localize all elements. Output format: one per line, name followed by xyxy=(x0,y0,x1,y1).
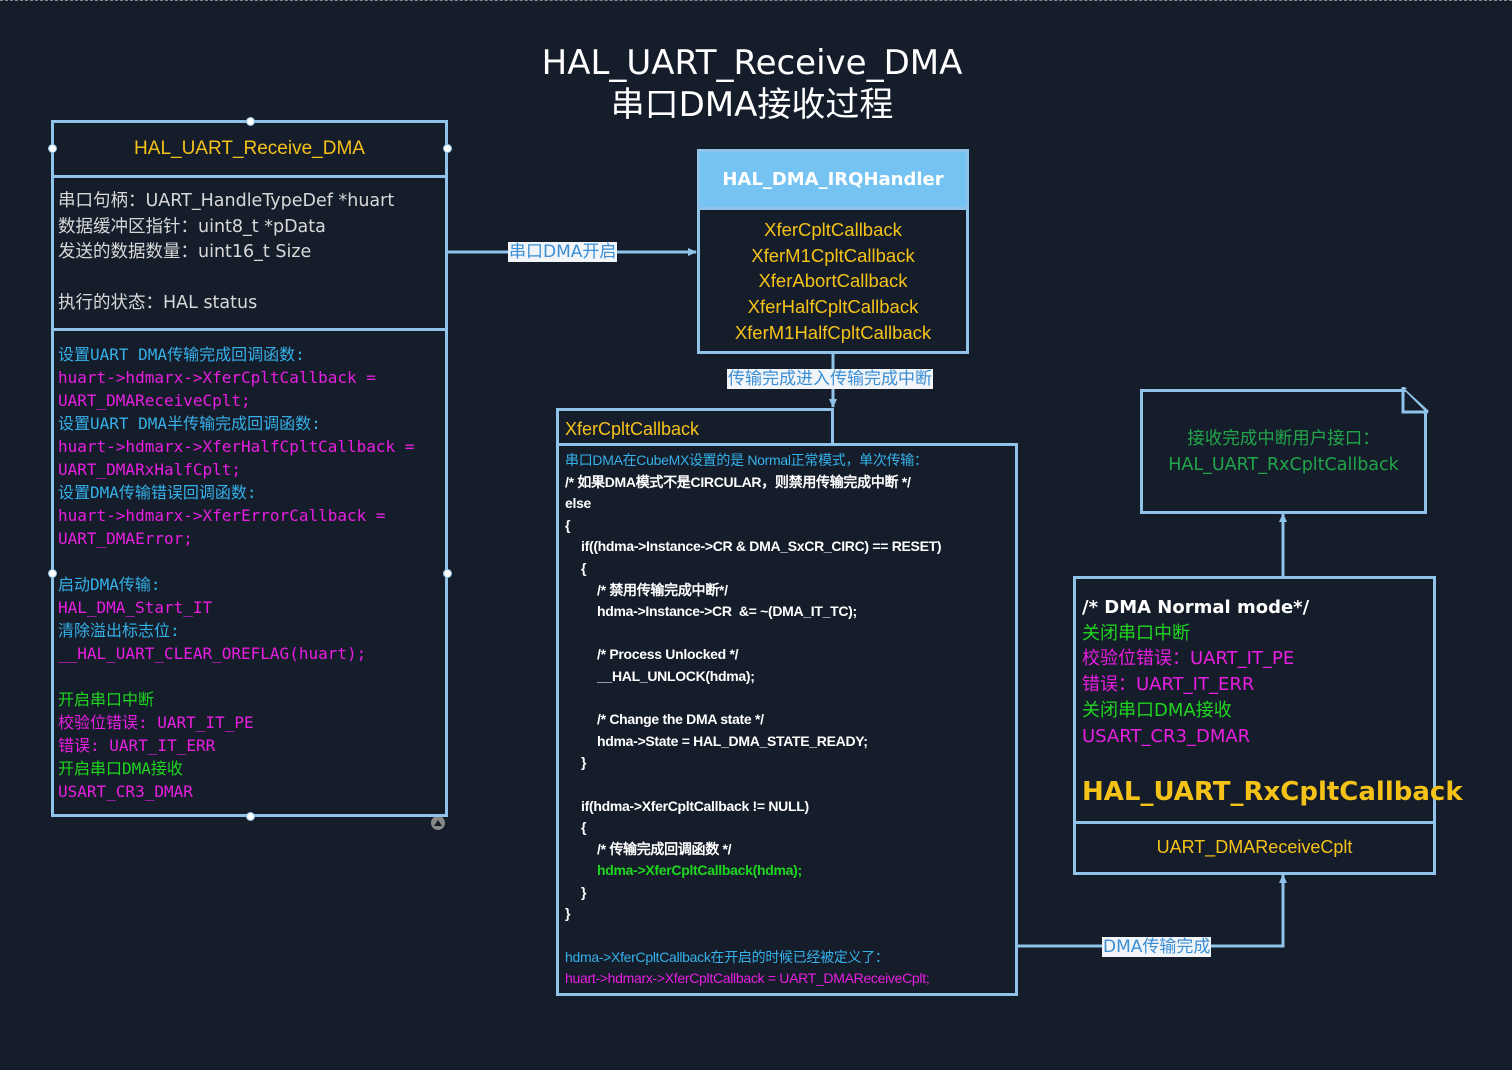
xfer-callback-box[interactable]: 串口DMA在CubeMX设置的是 Normal正常模式，单次传输： /* 如果DM… xyxy=(556,443,1018,996)
callback-item: XferM1HalfCpltCallback xyxy=(734,321,932,343)
param-line: 发送的数据数量：uint16_t Size xyxy=(58,242,312,262)
setup-line: UART_DMAReceiveCplt; xyxy=(58,391,251,410)
param-line: 执行的状态：HAL status xyxy=(58,293,258,313)
code-line: /* 禁用传输完成中断*/ xyxy=(597,581,728,598)
code-line: else xyxy=(565,495,592,512)
code-line: { xyxy=(581,819,587,836)
code-line: } xyxy=(581,754,587,771)
code-line xyxy=(565,623,941,645)
code-line: hdma->State = HAL_DMA_STATE_READY; xyxy=(597,732,868,749)
setup-line: 开启串口DMA接收 xyxy=(58,759,183,778)
dma-start-label: 串口DMA开启 xyxy=(508,242,618,262)
setup-line: 校验位错误: UART_IT_PE xyxy=(58,713,254,732)
setup-line: huart->hdmarx->XferCpltCallback = xyxy=(58,368,376,387)
code-line: hdma->XferCpltCallback在开启的时候已经被定义了： xyxy=(565,948,889,965)
setup-line: 错误: UART_IT_ERR xyxy=(58,736,216,755)
code-line: } xyxy=(581,883,587,900)
setup-line: 设置UART DMA传输完成回调函数: xyxy=(58,345,305,364)
setup-line: 开启串口中断 xyxy=(58,690,155,709)
setup-line: UART_DMARxHalfCplt; xyxy=(58,460,242,479)
note-line: 接收完成中断用户接口： xyxy=(1187,429,1380,449)
code-line: huart->hdmarx->XferCpltCallback = UART_D… xyxy=(565,970,930,987)
rx-line: 校验位错误：UART_IT_PE xyxy=(1082,648,1295,670)
code-line: hdma->Instance->CR &= ~(DMA_IT_TC); xyxy=(597,603,857,620)
diagram-subtitle: 串口DMA接收过程 xyxy=(610,85,894,125)
code-line: if((hdma->Instance->CR & DMA_SxCR_CIRC) … xyxy=(581,538,942,555)
rx-line: 关闭串口DMA接收 xyxy=(1082,699,1232,721)
resize-handle[interactable] xyxy=(246,117,255,126)
code-line: /* 如果DMA模式不是CIRCULAR，则禁用传输完成中断 */ xyxy=(565,473,911,490)
code-line: { xyxy=(565,516,571,533)
top-dashed-line xyxy=(0,0,1512,1)
code-line: } xyxy=(565,905,571,922)
param-line: 数据缓冲区指针：uint8_t *pData xyxy=(58,216,326,237)
setup-lines: 设置UART DMA传输完成回调函数: huart->hdmarx->XferCp… xyxy=(58,343,414,803)
code-line: /* Process Unlocked */ xyxy=(597,646,739,663)
divider xyxy=(1076,821,1433,824)
receive-dma-header: HAL_UART_Receive_DMA xyxy=(54,123,445,178)
code-line: if(hdma->XferCpltCallback != NULL) xyxy=(581,797,809,814)
resize-handle[interactable] xyxy=(443,569,452,578)
irq-handler-header: HAL_DMA_IRQHandler xyxy=(700,152,966,210)
code-line xyxy=(565,688,941,710)
rx-complete-box[interactable]: /* DMA Normal mode*/ 关闭串口中断校验位错误：UART_IT_… xyxy=(1073,576,1463,875)
resize-handle[interactable] xyxy=(48,569,57,578)
resize-handle[interactable] xyxy=(443,144,452,153)
rx-line: 关闭串口中断 xyxy=(1082,622,1190,644)
callback-item: XferCpltCallback xyxy=(764,219,902,240)
code-line: { xyxy=(581,559,587,576)
param-line xyxy=(58,266,394,292)
param-line: 串口句柄：UART_HandleTypeDef *huart xyxy=(58,191,395,211)
rx-line: 错误：UART_IT_ERR xyxy=(1082,674,1255,696)
code-line: /* 传输完成回调函数 */ xyxy=(597,840,732,857)
note-text: 接收完成中断用户接口： HAL_UART_RxCpltCallback xyxy=(1143,426,1424,478)
setup-line: 清除溢出标志位: xyxy=(58,621,180,640)
rx-line: USART_CR3_DMAR xyxy=(1082,725,1251,747)
rx-footer: UART_DMAReceiveCplt xyxy=(1156,837,1353,857)
code-line xyxy=(565,925,941,947)
code-line: hdma->XferCpltCallback(hdma); xyxy=(597,862,802,879)
param-list: 串口句柄：UART_HandleTypeDef *huart 数据缓冲区指针：ui… xyxy=(58,189,394,317)
callback-item: XferM1CpltCallback xyxy=(751,244,915,266)
setup-line: __HAL_UART_CLEAR_OREFLAG(huart); xyxy=(58,644,367,663)
receive-dma-box[interactable]: HAL_UART_Receive_DMA 串口句柄：UART_HandleTyp… xyxy=(51,120,448,817)
setup-line: huart->hdmarx->XferHalfCpltCallback = xyxy=(58,437,415,456)
setup-line: 设置UART DMA半传输完成回调函数: xyxy=(58,414,321,433)
callback-item: XferHalfCpltCallback xyxy=(747,296,919,318)
setup-line: USART_CR3_DMAR xyxy=(58,782,193,801)
rx-lines: /* DMA Normal mode*/ 关闭串口中断校验位错误：UART_IT_… xyxy=(1082,595,1309,749)
setup-line: 设置DMA传输错误回调函数: xyxy=(58,483,257,502)
irq-handler-title: HAL_DMA_IRQHandler xyxy=(722,169,944,190)
callback-item: XferAbortCallback xyxy=(758,270,908,292)
code-line: __HAL_UNLOCK(hdma); xyxy=(597,667,755,684)
rx-callback-label: HAL_UART_RxCpltCallback xyxy=(1082,777,1463,807)
rx-line: /* DMA Normal mode*/ xyxy=(1082,597,1310,618)
diagram-title: HAL_UART_Receive_DMA xyxy=(541,43,963,83)
resize-handle[interactable] xyxy=(48,144,57,153)
transfer-irq-label: 传输完成进入传输完成中断 xyxy=(727,369,933,389)
setup-line xyxy=(58,550,414,573)
code-line xyxy=(565,774,941,796)
user-callback-note[interactable]: 接收完成中断用户接口： HAL_UART_RxCpltCallback xyxy=(1140,389,1427,514)
setup-line xyxy=(58,665,414,688)
xfer-tab-title: XferCpltCallback xyxy=(565,419,700,439)
divider xyxy=(54,328,445,331)
setup-line: UART_DMAError; xyxy=(58,529,193,548)
setup-line: 启动DMA传输: xyxy=(58,575,161,594)
code-line: /* Change the DMA state */ xyxy=(597,711,764,728)
resize-handle[interactable] xyxy=(246,812,255,821)
code-line: 串口DMA在CubeMX设置的是 Normal正常模式，单次传输： xyxy=(565,452,928,468)
xfer-code: 串口DMA在CubeMX设置的是 Normal正常模式，单次传输： /* 如果DM… xyxy=(565,450,942,990)
xfer-tab[interactable]: XferCpltCallback xyxy=(556,408,834,446)
dma-done-label: DMA传输完成 xyxy=(1102,937,1212,957)
setup-line: HAL_DMA_Start_IT xyxy=(58,598,213,617)
arrow-xfer-to-rx xyxy=(1017,874,1287,948)
receive-dma-title: HAL_UART_Receive_DMA xyxy=(134,138,365,159)
scroll-up-icon[interactable] xyxy=(431,816,445,830)
note-line: HAL_UART_RxCpltCallback xyxy=(1168,455,1399,475)
setup-line: huart->hdmarx->XferErrorCallback = xyxy=(58,506,386,525)
